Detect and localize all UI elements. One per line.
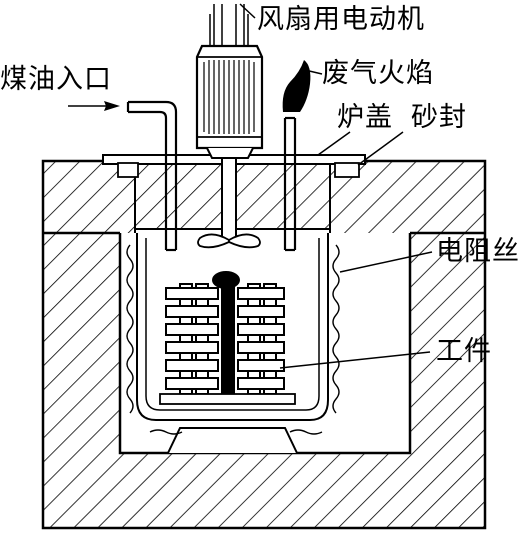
label-oil-inlet: 煤油入口 <box>0 64 112 95</box>
leader-lines <box>239 3 433 369</box>
label-fan-motor: 风扇用电动机 <box>257 4 425 35</box>
exhaust-pipe <box>283 116 297 252</box>
oil-inlet-arrow <box>68 101 120 111</box>
heater-wire <box>126 244 340 435</box>
label-exhaust-flame: 废气火焰 <box>322 58 434 89</box>
label-lid: 炉盖 <box>337 102 393 133</box>
exhaust-flame <box>282 60 311 112</box>
label-sand-seal: 砂封 <box>411 102 467 133</box>
fan-motor <box>195 4 264 159</box>
label-heater-wire: 电阻丝 <box>436 236 520 267</box>
label-workpiece: 工件 <box>436 336 492 367</box>
work-tray <box>159 393 296 405</box>
retort <box>136 233 329 454</box>
fan-shaft <box>197 157 261 249</box>
oil-inlet-pipe <box>126 100 178 252</box>
